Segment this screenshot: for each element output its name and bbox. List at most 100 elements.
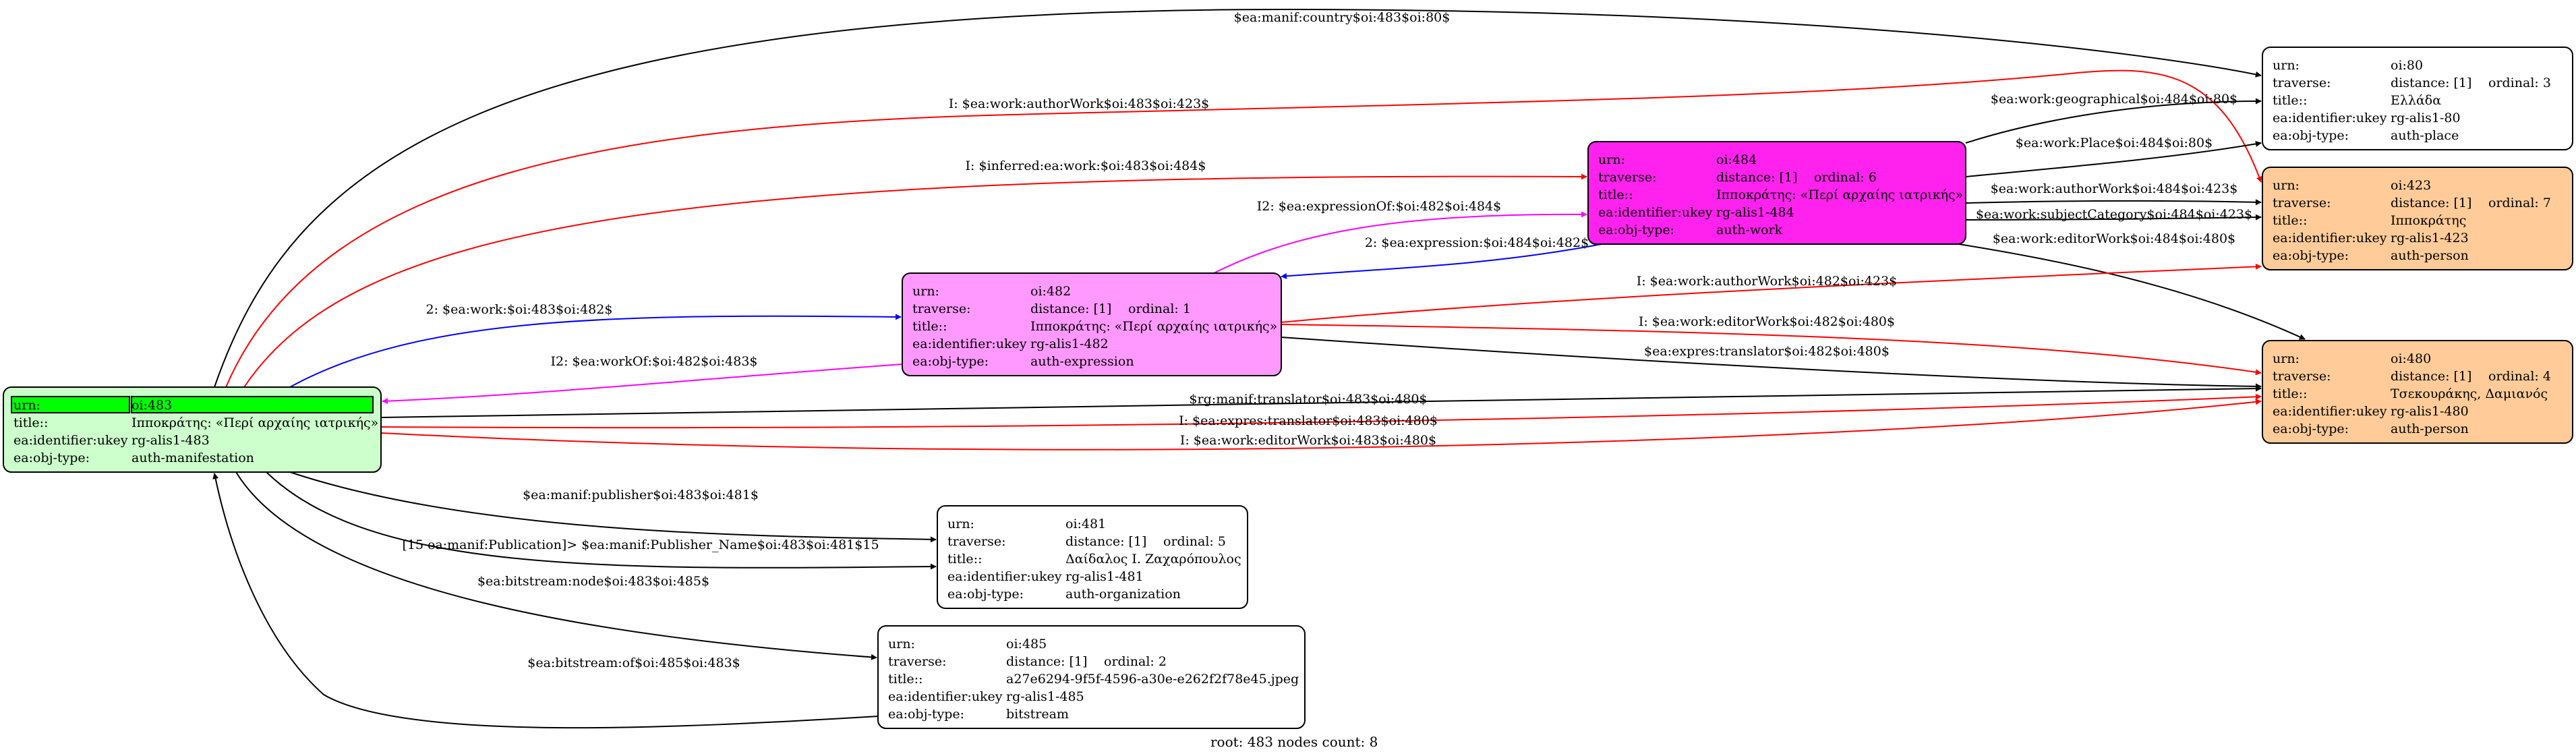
edge-line [1281, 324, 2262, 376]
node-field-key: urn: [947, 517, 974, 531]
edge-line [212, 473, 879, 729]
edge-e01[interactable] [214, 8, 2262, 388]
node-field-key: ea:identifier:ukey [2273, 404, 2387, 419]
edge-e05[interactable] [382, 364, 903, 405]
edge-e17[interactable] [380, 393, 2262, 429]
node-field-extra: ordinal: 5 [1163, 534, 1226, 549]
node-field-key: traverse: [2273, 76, 2331, 90]
node-field-value: rg-alis1-484 [1716, 205, 1794, 220]
node-field-extra: ordinal: 1 [1128, 301, 1191, 316]
node-field-value: oi:483 [131, 398, 172, 413]
edge-e11[interactable] [1965, 214, 2262, 221]
edge-line [1281, 243, 1602, 279]
node-field-key: title:: [2273, 213, 2307, 228]
edge-e02[interactable] [225, 69, 2262, 388]
edges-layer [212, 8, 2306, 729]
node-field-value: Ελλάδα [2391, 93, 2441, 108]
node-field-value: rg-alis1-485 [1006, 689, 1084, 704]
edge-e18[interactable] [380, 399, 2262, 451]
edge-line [1965, 140, 2262, 177]
node-field-value: a27e6294-9f5f-4596-a30e-e262f2f78e45.jpe… [1006, 672, 1299, 687]
edge-e09[interactable] [1965, 140, 2262, 177]
node-field-value: oi:485 [1006, 637, 1047, 651]
node-field-value: auth-work [1716, 223, 1783, 237]
edge-e10[interactable] [1965, 199, 2262, 206]
node-box [902, 272, 1282, 376]
node-field-key: ea:identifier:ukey [912, 337, 1027, 351]
edge-e13[interactable] [1281, 263, 2262, 323]
node-box [2262, 47, 2573, 150]
node-field-key: urn: [888, 637, 915, 651]
node-field-key: ea:identifier:ukey [947, 569, 1062, 584]
node-field-key: urn: [2273, 178, 2300, 193]
node-field-key: ea:obj-type: [13, 451, 90, 465]
node-box [877, 625, 1306, 729]
edge-e19[interactable] [289, 471, 937, 543]
node-field-key: ea:identifier:ukey [2273, 111, 2387, 125]
edge-e22[interactable] [212, 473, 879, 729]
edge-label: $ea:manif:country$oi:483$oi:80$ [1234, 10, 1451, 25]
node-field-extra: ordinal: 6 [1814, 170, 1877, 185]
edge-e14[interactable] [1281, 324, 2262, 376]
edge-e08[interactable] [1965, 98, 2262, 144]
node-field-key: title:: [1598, 187, 1633, 202]
node-field-extra: ordinal: 4 [2488, 369, 2551, 384]
edge-e12[interactable] [1958, 243, 2306, 340]
node-field-value: Δαίδαλος Ι. Ζαχαρόπουλος [1065, 552, 1241, 567]
edge-line [1965, 199, 2262, 206]
edge-label: $ea:bitstream:node$oi:483$oi:485$ [477, 574, 709, 589]
node-field-value: distance: [1] [1716, 170, 1797, 185]
node-field-value: auth-place [2391, 128, 2459, 143]
node-box [1587, 141, 1966, 245]
node-field-value: rg-alis1-483 [131, 433, 210, 448]
edge-label: $ea:work:geographical$oi:484$oi:80$ [1991, 92, 2237, 107]
edge-e20[interactable] [266, 471, 937, 570]
node-field-value: Ιπποκράτης: «Περί αρχαίης ιατρικής» [1716, 187, 1963, 202]
graph-footer: root: 483 nodes count: 8 [1210, 734, 1378, 750]
node-box [2262, 340, 2573, 444]
edge-label: I: $ea:work:editorWork$oi:482$oi:480$ [1639, 314, 1895, 329]
edge-line [1281, 263, 2262, 323]
edge-label: $ea:work:subjectCategory$oi:484$oi:423$ [1976, 207, 2252, 222]
node-field-key: ea:obj-type: [2273, 128, 2349, 143]
node-field-key: traverse: [912, 301, 971, 316]
edge-label: I2: $ea:expressionOf:$oi:482$oi:484$ [1257, 199, 1501, 214]
edge-e21[interactable] [235, 471, 877, 660]
edge-line [243, 173, 1587, 388]
edge-label: $ea:work:authorWork$oi:484$oi:423$ [1991, 181, 2238, 196]
node-field-value: distance: [1] [1006, 654, 1087, 669]
node-484[interactable]: urn: oi:484 traverse: distance: [1] ordinal:… [1587, 141, 1966, 245]
node-field-key: title:: [2273, 386, 2307, 401]
node-field-value: oi:480 [2391, 351, 2431, 366]
edge-e04[interactable] [289, 314, 902, 388]
node-field-value: distance: [1] [2391, 369, 2471, 384]
node-field-key: traverse: [1598, 170, 1657, 185]
header-cell-key [11, 396, 130, 413]
edge-label: $ea:manif:publisher$oi:483$oi:481$ [523, 488, 759, 502]
node-field-value: auth-manifestation [131, 451, 254, 465]
node-field-key: urn: [1598, 152, 1625, 167]
node-field-value: oi:484 [1716, 152, 1757, 167]
edge-e07[interactable] [1281, 243, 1602, 279]
edge-e06[interactable] [1213, 211, 1587, 274]
node-field-key: traverse: [2273, 369, 2331, 384]
node-field-key: traverse: [888, 654, 947, 669]
node-field-value: bitstream [1006, 707, 1069, 722]
node-field-value: auth-person [2391, 422, 2469, 436]
edge-label: $ea:expres:translator$oi:482$oi:480$ [1644, 344, 1890, 359]
edge-e03[interactable] [243, 173, 1587, 388]
edge-e15[interactable] [1281, 337, 2262, 390]
node-field-value: Ιπποκράτης: «Περί αρχαίης ιατρικής» [131, 415, 378, 430]
node-field-value: auth-expression [1030, 354, 1134, 369]
edge-label: 2: $ea:work:$oi:483$oi:482$ [426, 302, 613, 317]
edge-label: [15 ea:manif:Publication]> $ea:manif:Pub… [402, 538, 879, 552]
